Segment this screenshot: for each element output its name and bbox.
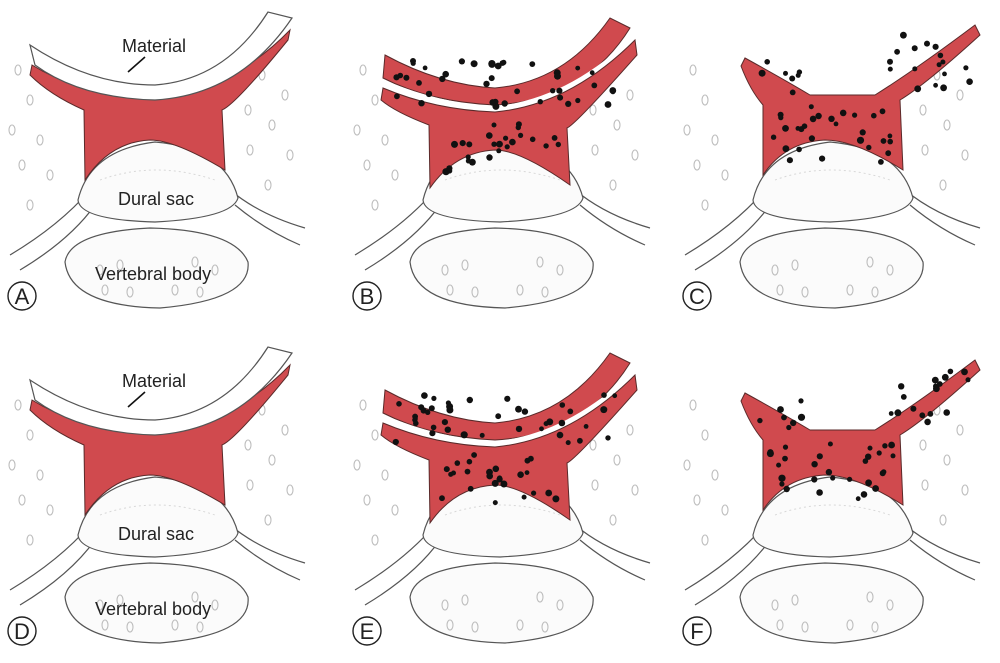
vertebral-body-label: Vertebral body (95, 599, 211, 619)
panel-b: B (353, 18, 650, 310)
material-leader-line (128, 57, 145, 72)
dural-sac-label: Dural sac (118, 189, 194, 209)
svg-text:D: D (14, 619, 30, 644)
vertebral-body-label: Vertebral body (95, 264, 211, 284)
panel-e: E (353, 353, 650, 645)
svg-text:E: E (360, 619, 375, 644)
svg-text:C: C (689, 284, 705, 309)
panel-c: C (683, 25, 980, 310)
svg-text:B: B (360, 284, 375, 309)
panel-f: F (683, 360, 980, 645)
svg-text:A: A (15, 284, 30, 309)
panel-letter-a: A (8, 282, 36, 310)
material-label: Material (122, 36, 186, 56)
panel-letter-e: E (353, 617, 381, 645)
material-leader-line (128, 392, 145, 407)
material-label: Material (122, 371, 186, 391)
panel-letter-b: B (353, 282, 381, 310)
svg-text:F: F (690, 619, 703, 644)
panel-letter-f: F (683, 617, 711, 645)
dural-sac-label: Dural sac (118, 524, 194, 544)
panel-letter-c: C (683, 282, 711, 310)
panel-letter-d: D (8, 617, 36, 645)
